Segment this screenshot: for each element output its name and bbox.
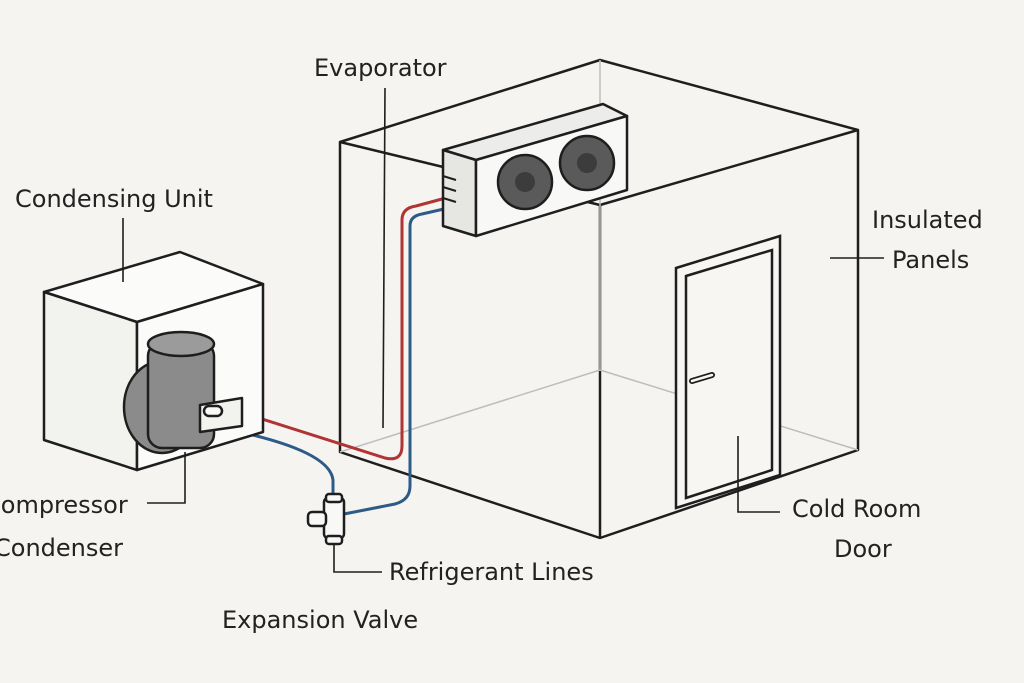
condensing-unit	[42, 250, 265, 472]
label-condensing-unit: Condensing Unit	[15, 185, 213, 213]
cold-room-door	[674, 234, 782, 510]
label-compressor: Compressor	[0, 491, 128, 519]
label-cold-room-door-line2: Door	[834, 535, 892, 563]
evaporator-unit	[441, 102, 629, 238]
label-insulated-panels-line1: Insulated	[872, 206, 983, 234]
label-evaporator: Evaporator	[314, 54, 447, 82]
label-insulated-panels-line2: Panels	[892, 246, 969, 274]
leader-lines	[122, 87, 884, 573]
label-refrigerant-lines: Refrigerant Lines	[389, 558, 594, 586]
expansion-valve	[306, 492, 346, 546]
label-condenser: Condenser	[0, 534, 123, 562]
refrigerant-lines	[239, 193, 458, 516]
label-cold-room-door-line1: Cold Room	[792, 495, 921, 523]
hot-line	[239, 193, 458, 461]
label-expansion-valve: Expansion Valve	[222, 606, 418, 634]
cold-line	[239, 204, 458, 516]
